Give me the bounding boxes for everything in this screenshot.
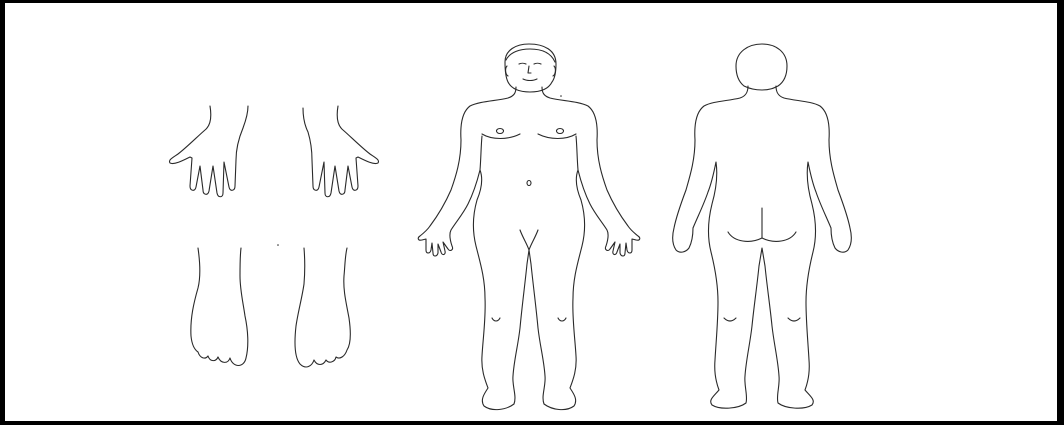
body-front-outline: [418, 44, 639, 410]
body-back-outline: [673, 44, 852, 408]
left-hand-outline: [169, 106, 248, 197]
speck-mark: [560, 95, 562, 97]
right-hand-outline: [303, 106, 379, 197]
left-foot-outline: [191, 248, 248, 366]
right-foot-outline: [295, 248, 350, 367]
speck-mark: [277, 244, 279, 246]
